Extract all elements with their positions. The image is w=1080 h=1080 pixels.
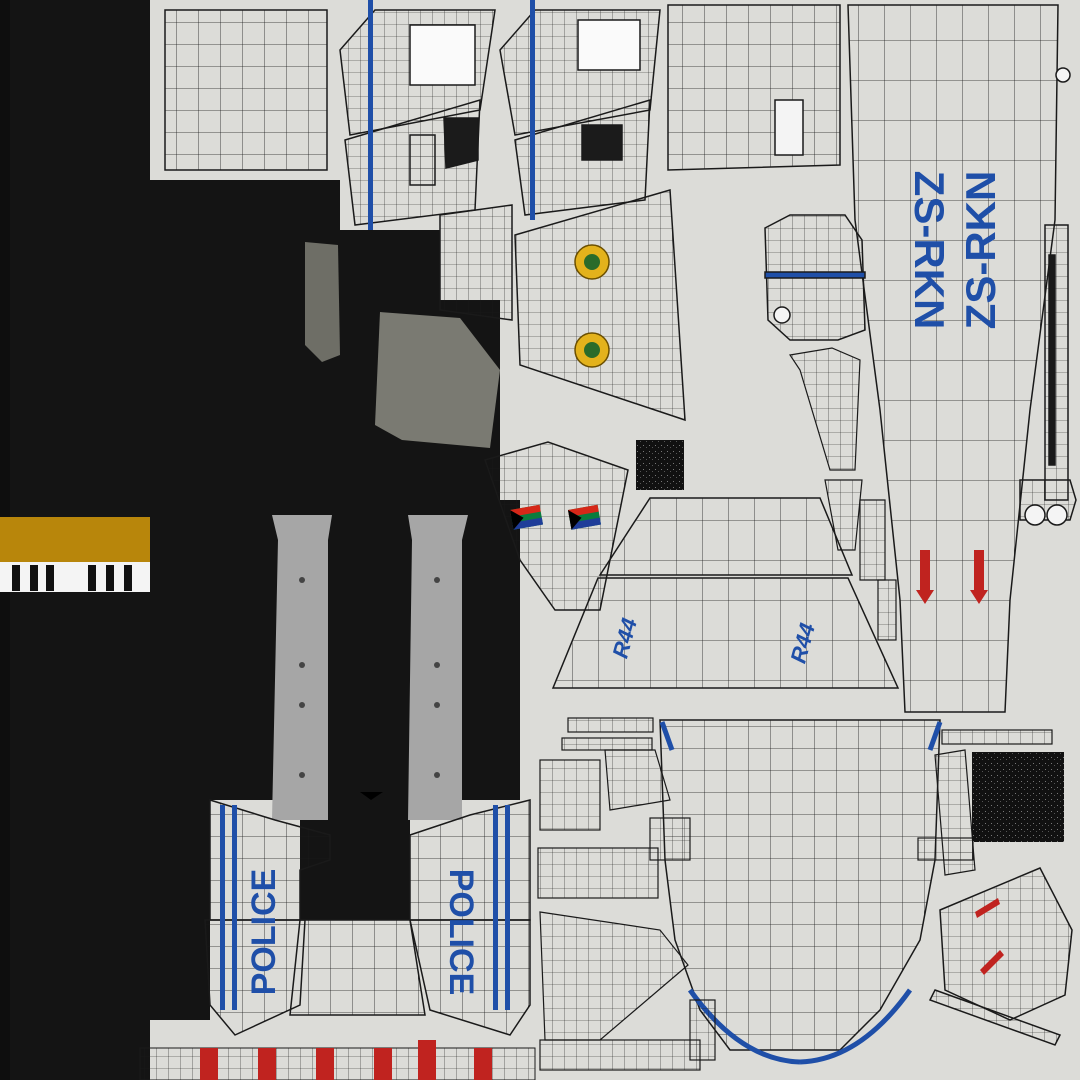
seat-texture (305, 242, 500, 448)
police-label-left: POLICE (245, 869, 283, 996)
skid-parts (788, 347, 897, 641)
police-door-panels (204, 798, 531, 1036)
tail-boom-panel (847, 4, 1071, 713)
warning-arrow-labels (916, 550, 988, 604)
dark-noise-square (972, 752, 1064, 842)
blue-trim-stripes-bottom (220, 805, 510, 1010)
nose-piece (764, 214, 866, 341)
registration-right: ZS-RKN (957, 171, 1004, 330)
red-white-stripe-strip (139, 1040, 536, 1080)
door-panel-top-left (164, 9, 661, 226)
noise-patch (636, 440, 684, 490)
police-label-right: POLICE (442, 869, 480, 996)
small-parts-cluster (537, 717, 716, 1071)
engine-cowl-panel (439, 189, 686, 422)
seat-straps (272, 515, 468, 820)
registration-left: ZS-RKN (906, 171, 953, 330)
police-badge-icon (574, 244, 610, 368)
bottom-right-panel (928, 867, 1073, 1046)
south-africa-flag-icon (510, 504, 602, 530)
orange-panel (0, 517, 150, 592)
red-arrow-icon (975, 898, 1004, 975)
right-side-parts (917, 729, 1053, 876)
fan-panel (551, 497, 900, 689)
tail-parts (1019, 224, 1077, 526)
roof-panel (667, 4, 841, 171)
blue-trim-stripes-top (368, 0, 535, 230)
